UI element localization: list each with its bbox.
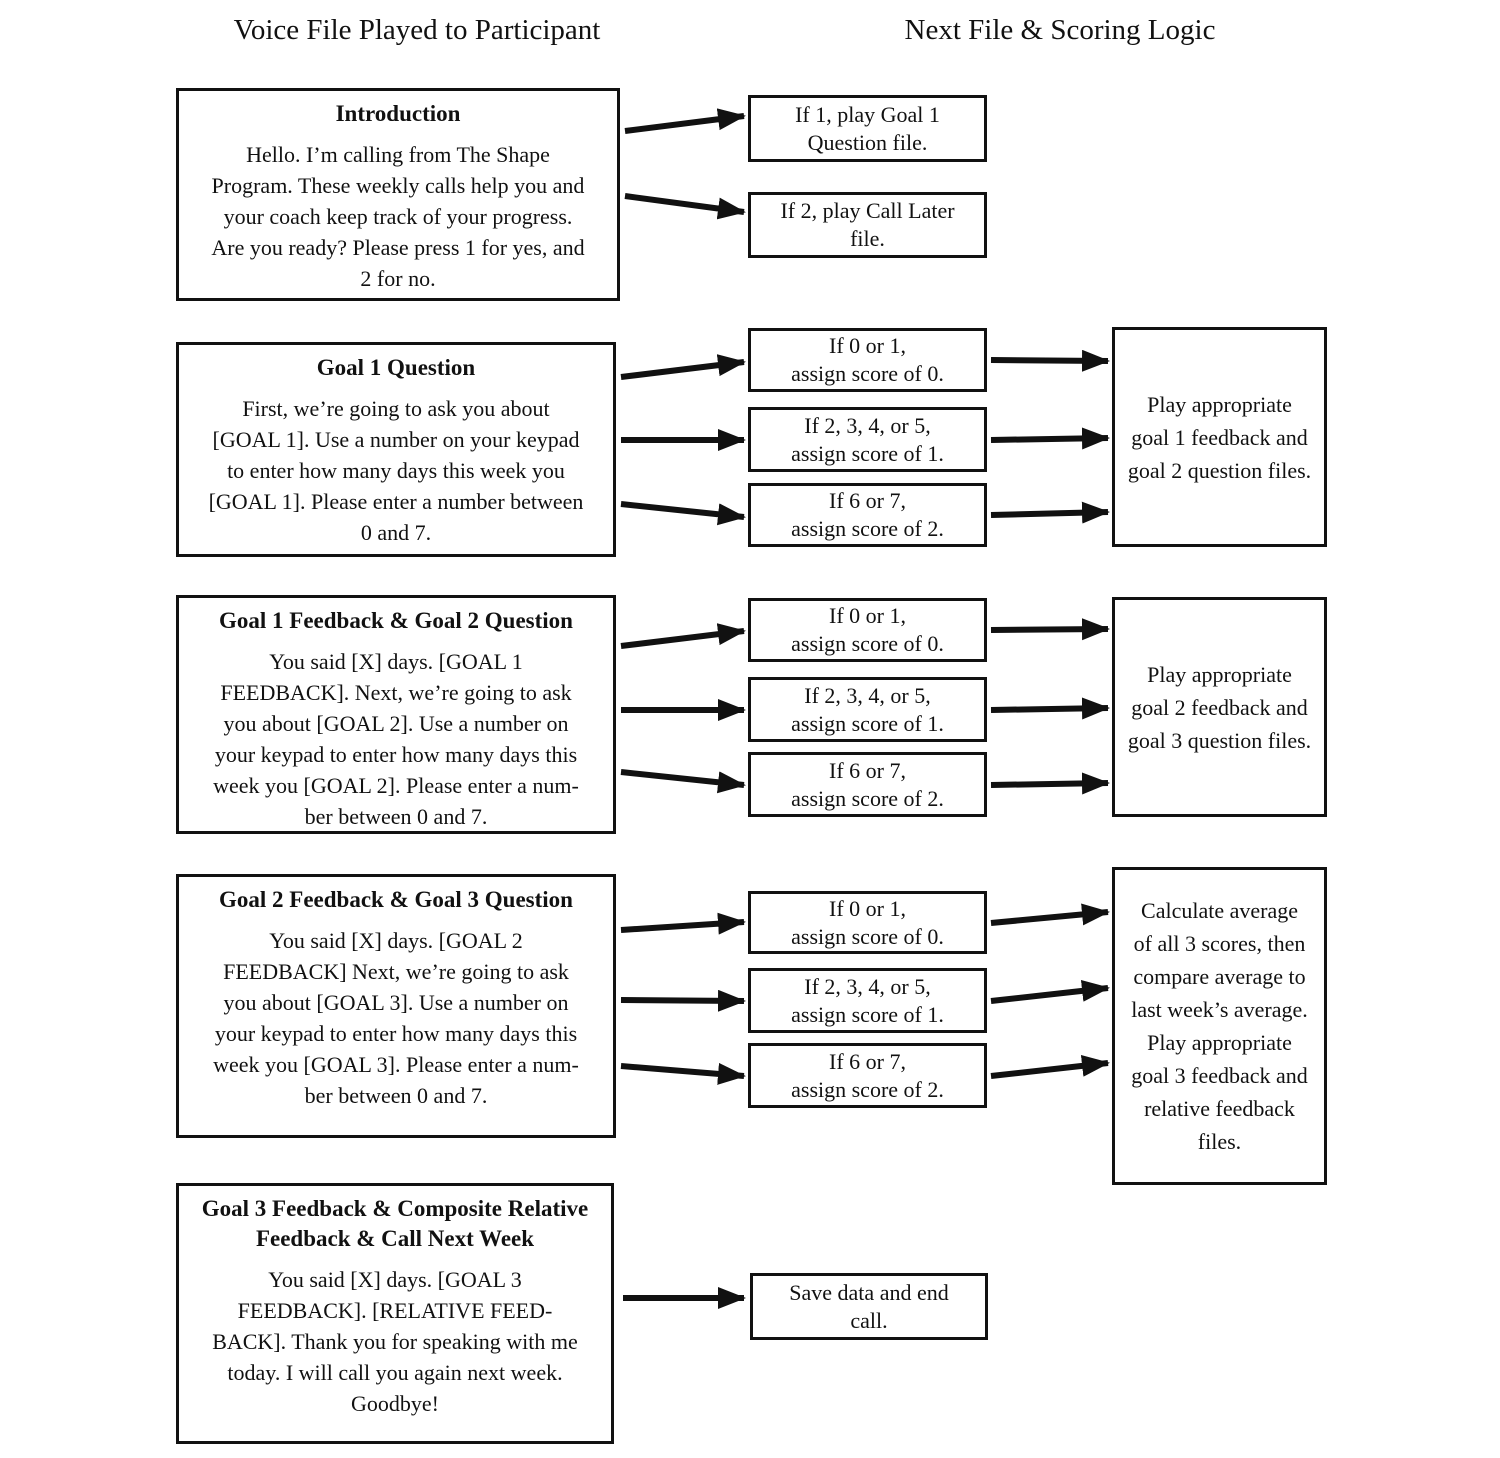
flow-arrow-goal2-low	[620, 623, 746, 649]
logic-box-goal2-score2: If 6 or 7, assign score of 2.	[748, 752, 987, 817]
right-column-header: Next File & Scoring Logic	[904, 14, 1216, 46]
outcome-box-goal3: Calculate average of all 3 scores, then …	[1112, 867, 1327, 1185]
voice-file-box-goal1-question: Goal 1 Question First, we’re going to as…	[176, 342, 616, 557]
logic-box-goal3-score2: If 6 or 7, assign score of 2.	[748, 1043, 987, 1108]
voice-file-title: Goal 2 Feedback & Goal 3 Question	[219, 887, 573, 912]
voice-file-title: Goal 1 Question	[316, 355, 476, 380]
flow-arrow-goal3-out-high	[990, 1054, 1110, 1079]
flow-arrow-goal3-mid	[620, 989, 746, 1012]
logic-box-goal2-score1: If 2, 3, 4, or 5, assign score of 1.	[748, 677, 987, 742]
logic-box-goal2-score0: If 0 or 1, assign score of 0.	[748, 598, 987, 662]
left-column-header: Voice File Played to Participant	[233, 14, 601, 46]
logic-box-goal1-score2: If 6 or 7, assign score of 2.	[748, 483, 987, 547]
voice-file-script: Hello. I’m calling from The Shape Progra…	[211, 142, 585, 291]
flow-arrow-intro-if1	[624, 108, 746, 134]
logic-box-intro-if1: If 1, play Goal 1 Question file.	[748, 95, 987, 162]
voice-file-box-goal2-feedback-goal3-question: Goal 2 Feedback & Goal 3 Question You sa…	[176, 874, 616, 1138]
logic-box-save-and-end: Save data and end call.	[750, 1273, 988, 1340]
flow-arrow-goal1-out-high	[990, 501, 1110, 524]
voice-file-box-goal1-feedback-goal2-question: Goal 1 Feedback & Goal 2 Question You sa…	[176, 595, 616, 834]
flow-arrow-goal3-out-mid	[990, 979, 1110, 1004]
logic-box-goal3-score0: If 0 or 1, assign score of 0.	[748, 891, 987, 954]
flow-arrow-goal3-low	[620, 912, 746, 935]
voice-file-script: First, we’re going to ask you about [GOA…	[208, 396, 584, 545]
voice-file-script: You said [X] days. [GOAL 1 FEEDBACK]. Ne…	[213, 649, 579, 829]
flow-arrow-goal3-out-low	[990, 903, 1110, 926]
flow-arrow-goal1-out-low	[990, 349, 1110, 372]
voice-file-title: Goal 1 Feedback & Goal 2 Question	[219, 608, 573, 633]
flow-arrow-goal1-high	[620, 501, 746, 526]
voice-file-box-intro: Introduction Hello. I’m calling from The…	[176, 88, 620, 301]
voice-file-script: You said [X] days. [GOAL 2 FEEDBACK] Nex…	[213, 928, 579, 1108]
logic-box-goal1-score0: If 0 or 1, assign score of 0.	[748, 328, 987, 392]
flow-arrow-goal2-high	[620, 769, 746, 794]
flow-arrow-goal2-out-low	[990, 618, 1110, 641]
voice-file-title: Goal 3 Feedback & Composite Relative Fee…	[201, 1196, 589, 1251]
flow-arrow-goal1-out-mid	[990, 427, 1110, 450]
flow-arrow-goal2-out-high	[990, 772, 1110, 795]
voice-file-script: You said [X] days. [GOAL 3 FEEDBACK]. [R…	[212, 1267, 578, 1416]
logic-box-goal1-score1: If 2, 3, 4, or 5, assign score of 1.	[748, 407, 987, 472]
logic-box-intro-if2: If 2, play Call Later file.	[748, 192, 987, 258]
logic-box-goal3-score1: If 2, 3, 4, or 5, assign score of 1.	[748, 968, 987, 1033]
flow-arrow-goal1-low	[620, 354, 746, 380]
flow-arrow-goal3-high	[620, 1062, 746, 1085]
voice-file-box-goal3-feedback-closing: Goal 3 Feedback & Composite Relative Fee…	[176, 1183, 614, 1444]
outcome-box-goal2: Play appropriate goal 2 feedback and goa…	[1112, 597, 1327, 817]
outcome-box-goal1: Play appropriate goal 1 feedback and goa…	[1112, 327, 1327, 547]
flow-arrow-goal2-out-mid	[990, 697, 1110, 720]
voice-file-title: Introduction	[335, 101, 461, 126]
flow-arrow-intro-if2	[624, 193, 746, 220]
